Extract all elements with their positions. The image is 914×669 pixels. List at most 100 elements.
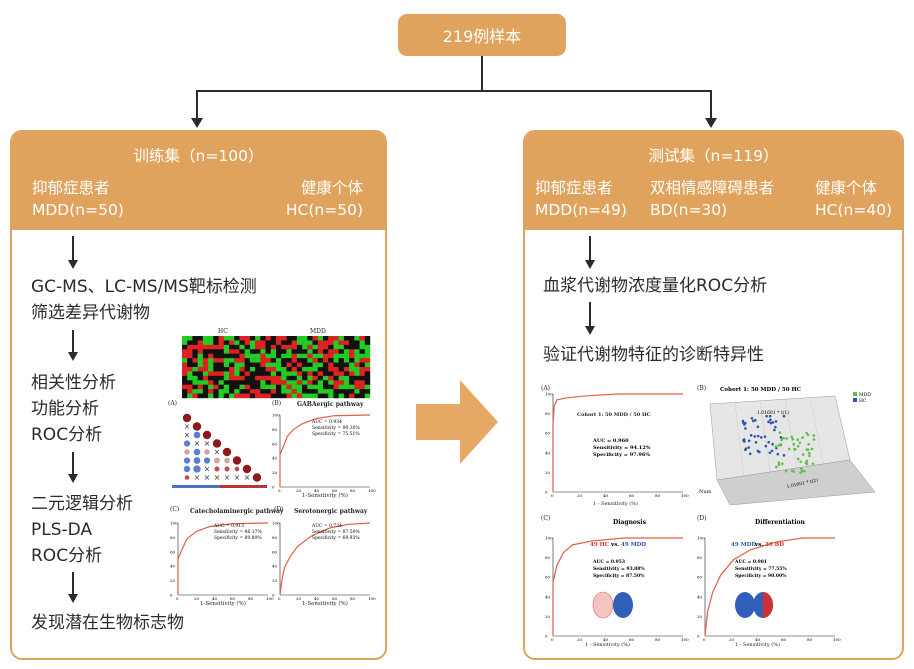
heatmap-cell xyxy=(302,362,308,368)
heatmap-cell xyxy=(317,371,324,377)
pls-point-mdd xyxy=(811,462,815,466)
x-tick-label: 20 xyxy=(296,596,302,601)
pls-point-mdd xyxy=(791,437,795,441)
roc-curve xyxy=(279,522,371,596)
heatmap-cell xyxy=(223,349,230,354)
corr-cell xyxy=(192,422,202,431)
y-tick-label: 80 xyxy=(545,555,551,560)
corr-cell xyxy=(194,441,200,446)
pls-point-mdd xyxy=(785,437,788,440)
corr-cell xyxy=(204,475,210,480)
heatmap-cell xyxy=(338,349,345,354)
heatmap-cell xyxy=(349,389,355,394)
heatmap-cell xyxy=(270,353,277,359)
heatmap-cell xyxy=(307,384,313,390)
heatmap-cell xyxy=(218,336,224,341)
heatmap-cell xyxy=(291,362,298,368)
heatmap-cell xyxy=(281,362,287,368)
heatmap-cell xyxy=(255,336,261,341)
heatmap-cell xyxy=(343,375,350,381)
heatmap-cell xyxy=(229,371,235,377)
heatmap-cell xyxy=(244,344,251,350)
step-line: 相关性分析 xyxy=(31,373,116,393)
heatmap-cell xyxy=(202,393,209,399)
heatmap-cell xyxy=(270,393,277,399)
step-line: ROC分析 xyxy=(31,546,103,566)
heatmap-cell xyxy=(286,353,292,359)
heatmap-cell xyxy=(307,340,313,346)
heatmap-cell xyxy=(255,371,261,377)
heatmap-cell xyxy=(291,393,298,399)
y-tick-label: 0 xyxy=(545,634,548,639)
roc-a-spec: Specificity = 97.96% xyxy=(593,452,650,458)
heatmap-cell xyxy=(354,358,360,363)
y-tick-label: 40 xyxy=(170,564,176,569)
heatmap-cell xyxy=(296,367,303,372)
heatmap-cell xyxy=(349,362,355,368)
heatmap-cell xyxy=(239,380,245,385)
roc-curve xyxy=(279,414,371,487)
heatmap-cell xyxy=(291,384,298,390)
pls-point-hc xyxy=(754,441,758,444)
heatmap-cell xyxy=(307,367,313,372)
heatmap-cell xyxy=(328,384,334,390)
heatmap-cell xyxy=(202,353,209,359)
legend-mdd: MDD xyxy=(859,392,871,398)
training-header: 训练集（n=100） 抑郁症患者 MDD(n=50) 健康个体 HC(n=50) xyxy=(12,132,385,230)
pls-point-mdd xyxy=(777,461,781,465)
y-tick-label: 100 xyxy=(170,521,178,526)
heatmap-cell xyxy=(343,358,350,363)
step-line: GC-MS、LC-MS/MS靶标检测 xyxy=(31,277,257,297)
heatmap-cell xyxy=(223,336,230,341)
training-title: 训练集（n=100） xyxy=(133,147,264,165)
heatmap-cell xyxy=(302,336,308,341)
heatmap-cell xyxy=(276,340,282,346)
y-tick-label: 100 xyxy=(697,536,705,541)
pls-point-mdd xyxy=(799,460,802,464)
heatmap-cell xyxy=(182,362,188,368)
heatmap-cell xyxy=(312,353,318,359)
corr-cell xyxy=(193,431,201,439)
pls-point-hc xyxy=(743,421,747,425)
heatmap-cell xyxy=(343,380,350,385)
corr-cell xyxy=(202,430,212,440)
heatmap xyxy=(182,336,371,399)
step-line: 筛选差异代谢物 xyxy=(31,303,150,323)
heatmap-cell xyxy=(187,349,193,354)
heatmap-cell xyxy=(276,375,282,381)
y-tick-label: 20 xyxy=(272,470,278,475)
heatmap-cell xyxy=(223,340,230,346)
heatmap-cell xyxy=(328,393,334,399)
heatmap-cell xyxy=(302,384,308,390)
corr-cell xyxy=(204,441,210,446)
heatmap-cell xyxy=(244,349,251,354)
heatmap-cell xyxy=(255,349,261,354)
roc-a-xlabel: 1 - Sensitivity (%) xyxy=(593,500,638,507)
heatmap-cell xyxy=(317,367,324,372)
heatmap-cell xyxy=(302,393,308,399)
pls-point-mdd xyxy=(780,438,784,442)
heatmap-cell xyxy=(328,380,334,385)
heatmap-cell xyxy=(234,384,240,390)
heatmap-cell xyxy=(218,344,224,350)
group-name: 抑郁症患者 xyxy=(535,179,613,197)
heatmap-cell xyxy=(364,336,371,341)
heatmap-cell xyxy=(312,358,318,363)
heatmap-cell xyxy=(182,344,188,350)
corr-cell xyxy=(234,466,240,472)
heatmap-cell xyxy=(286,384,292,390)
heatmap-cell xyxy=(223,393,230,399)
step-line: 二元逻辑分析 xyxy=(31,494,133,514)
heatmap-cell xyxy=(202,340,209,346)
roc-c-sens: Sensitivity = 93.88% xyxy=(593,566,645,572)
heatmap-cell xyxy=(354,344,360,350)
heatmap-cell xyxy=(213,336,219,341)
heatmap-cell xyxy=(359,393,365,399)
test-mdd-group: 抑郁症患者 MDD(n=49) xyxy=(535,177,627,221)
heatmap-cell xyxy=(270,371,277,377)
pls-point-mdd xyxy=(781,462,784,465)
heatmap-cell xyxy=(323,358,329,363)
pls-point-mdd xyxy=(806,433,810,437)
group-count: MDD(n=49) xyxy=(535,201,627,219)
